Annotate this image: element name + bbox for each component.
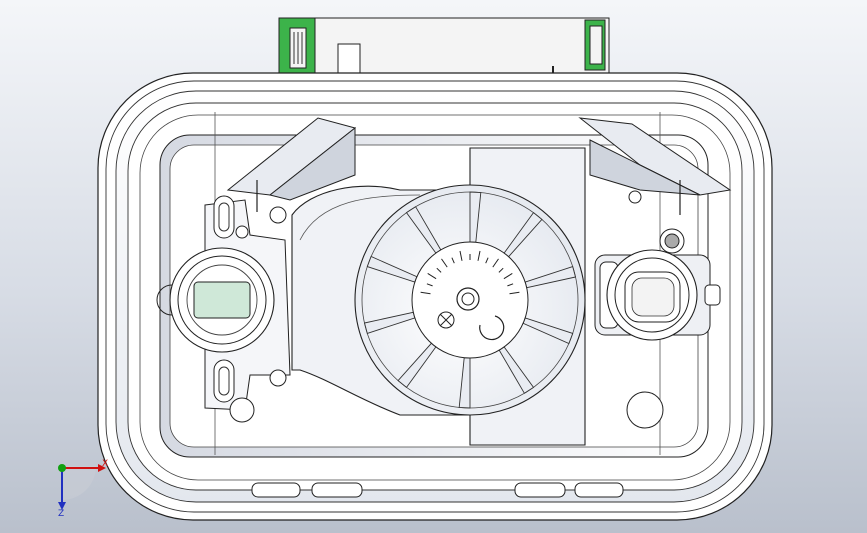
scale-tick <box>451 257 455 264</box>
scale-tick <box>503 272 513 280</box>
right-port <box>235 190 721 429</box>
bracket-right <box>578 117 732 215</box>
scale-tick <box>492 258 499 268</box>
scale-tick <box>459 250 463 261</box>
z-axis-label: Z <box>58 509 64 519</box>
scale-tick <box>436 267 442 273</box>
x-axis-label: X <box>102 459 108 469</box>
left-port <box>156 195 291 423</box>
scale-tick <box>427 272 437 280</box>
blower-housing <box>291 147 586 446</box>
bracket-left <box>226 117 357 212</box>
hub-scale <box>420 250 520 295</box>
scale-tick <box>477 250 481 261</box>
scale-tick <box>498 267 504 273</box>
scale-tick <box>420 291 431 295</box>
sensor-window <box>193 281 251 319</box>
bottom-clips <box>251 482 624 498</box>
scale-tick <box>441 258 448 268</box>
scale-tick <box>485 257 489 264</box>
scale-tick <box>507 283 514 287</box>
scale-tick <box>509 291 520 295</box>
axis-triad: X Z <box>58 459 108 519</box>
scale-tick <box>426 283 433 287</box>
